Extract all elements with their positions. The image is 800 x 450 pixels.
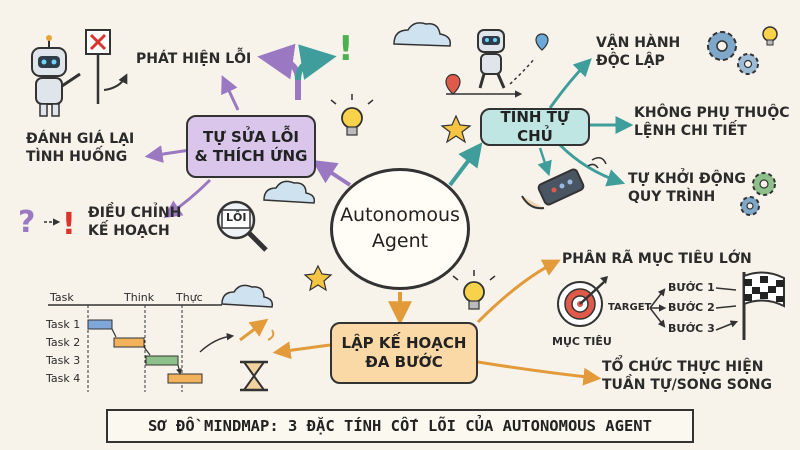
branch-planning-line1: LẬP KẾ HOẠCH bbox=[341, 334, 467, 353]
leaf-reevaluate-line1: ĐÁNH GIÁ LẠI bbox=[26, 131, 135, 147]
question-exclamation-icon: ? ! bbox=[18, 205, 76, 242]
target-label: TARGET bbox=[608, 302, 652, 313]
leaf-detect-error: PHÁT HIỆN LỖI bbox=[136, 51, 252, 67]
gantt-header-think: Think bbox=[124, 291, 155, 304]
leaf-no-detail-line1: KHÔNG PHỤ THUỘC bbox=[634, 105, 790, 121]
leaf-reevaluate: ĐÁNH GIÁ LẠI TÌNH HUỐNG bbox=[26, 130, 134, 166]
star-low-icon bbox=[303, 264, 333, 292]
cloud-icon bbox=[393, 22, 452, 47]
goal-label: MỤC TIÊU bbox=[552, 335, 612, 348]
leaf-no-detail: KHÔNG PHỤ THUỘC LỆNH CHI TIẾT bbox=[634, 104, 790, 140]
gears-small-icon bbox=[740, 172, 776, 216]
growth-arrow-icon bbox=[199, 318, 275, 353]
step-1-label: BƯỚC 1 bbox=[668, 281, 715, 294]
error-tag-label: LỖI bbox=[226, 211, 247, 224]
step-2-label: BƯỚC 2 bbox=[668, 301, 715, 314]
leaf-reevaluate-line2: TÌNH HUỐNG bbox=[26, 149, 128, 166]
branch-planning: LẬP KẾ HOẠCH ĐA BƯỚC bbox=[330, 322, 478, 384]
svg-text:!: ! bbox=[62, 207, 76, 242]
footer-title: SƠ ĐỒ MINDMAP: 3 ĐẶC TÍNH CỐT LÕI CỦA AU… bbox=[106, 409, 694, 443]
leaf-adjust-plan-line1: ĐIỀU CHỈNH bbox=[88, 205, 182, 221]
robot-right-icon bbox=[445, 29, 549, 98]
branch-self-fix: TỰ SỬA LỖI & THÍCH ỨNG bbox=[186, 115, 316, 178]
center-connectors bbox=[311, 142, 483, 326]
branch-autonomy-label: TÍNH TỰ CHỦ bbox=[500, 108, 570, 145]
gantt-task-2: Task 2 bbox=[46, 336, 81, 349]
leaf-decompose: PHÂN RÃ MỤC TIÊU LỚN bbox=[562, 251, 752, 267]
gantt-chart-icon bbox=[48, 304, 222, 392]
gantt-header-task: Task bbox=[50, 291, 74, 304]
leaf-auto-start: TỰ KHỞI ĐỘNG QUY TRÌNH bbox=[628, 170, 746, 206]
gears-icon bbox=[707, 26, 778, 75]
lightbulb-icon bbox=[330, 94, 374, 136]
hourglass-icon bbox=[240, 360, 268, 392]
center-line2: Agent bbox=[371, 230, 429, 252]
error-sign-icon bbox=[85, 29, 128, 104]
branch-self-fix-line1: TỰ SỬA LỖI bbox=[202, 127, 300, 146]
self-fix-arrows bbox=[144, 75, 240, 219]
leaf-no-detail-line2: LỆNH CHI TIẾT bbox=[634, 123, 747, 140]
target-icon bbox=[557, 276, 608, 327]
branch-autonomy: TÍNH TỰ CHỦ bbox=[480, 108, 590, 146]
leaf-adjust-plan-line2: KẾ HOẠCH bbox=[88, 223, 170, 240]
leaf-independent: VẬN HÀNH ĐỘC LẬP bbox=[596, 34, 680, 70]
leaf-independent-line1: VẬN HÀNH bbox=[596, 35, 681, 51]
leaf-organize-line2: TUẦN TỰ/SONG SONG bbox=[602, 377, 772, 394]
leaf-auto-start-line1: TỰ KHỞI ĐỘNG bbox=[628, 171, 746, 187]
gantt-task-4: Task 4 bbox=[46, 372, 81, 385]
svg-text:?: ? bbox=[18, 205, 35, 240]
lightbulb-right-icon bbox=[452, 270, 496, 310]
leaf-organize-line1: TỔ CHỨC THỰC HIỆN bbox=[602, 359, 764, 375]
center-line1: Autonomous bbox=[340, 204, 460, 227]
step-3-label: BƯỚC 3 bbox=[668, 322, 715, 335]
robot-left-icon bbox=[31, 35, 81, 117]
center-node: Autonomous Agent bbox=[330, 168, 470, 290]
fork-arrows-icon: ! bbox=[257, 29, 354, 100]
gantt-task-3: Task 3 bbox=[46, 354, 81, 367]
leaf-organize: TỔ CHỨC THỰC HIỆN TUẦN TỰ/SONG SONG bbox=[602, 358, 772, 394]
branch-planning-line2: ĐA BƯỚC bbox=[365, 353, 443, 371]
planning-arrows bbox=[272, 259, 602, 386]
cloud-low-icon bbox=[221, 284, 274, 308]
leaf-auto-start-line2: QUY TRÌNH bbox=[628, 189, 716, 206]
branch-self-fix-line2: & THÍCH ỨNG bbox=[194, 146, 308, 165]
autonomy-arrows bbox=[537, 58, 634, 187]
cloud-mid-icon bbox=[263, 180, 316, 204]
star-icon bbox=[440, 114, 472, 144]
svg-text:!: ! bbox=[338, 29, 354, 69]
remote-control-icon bbox=[521, 157, 607, 210]
leaf-adjust-plan: ĐIỀU CHỈNH KẾ HOẠCH bbox=[88, 204, 181, 240]
gantt-task-1: Task 1 bbox=[46, 318, 81, 331]
magnifier-error-icon bbox=[216, 200, 268, 252]
leaf-independent-line2: ĐỘC LẬP bbox=[596, 53, 665, 70]
step-arrows bbox=[649, 287, 736, 331]
finish-flag-icon bbox=[742, 271, 785, 340]
gantt-header-act: Thực bbox=[176, 291, 203, 304]
